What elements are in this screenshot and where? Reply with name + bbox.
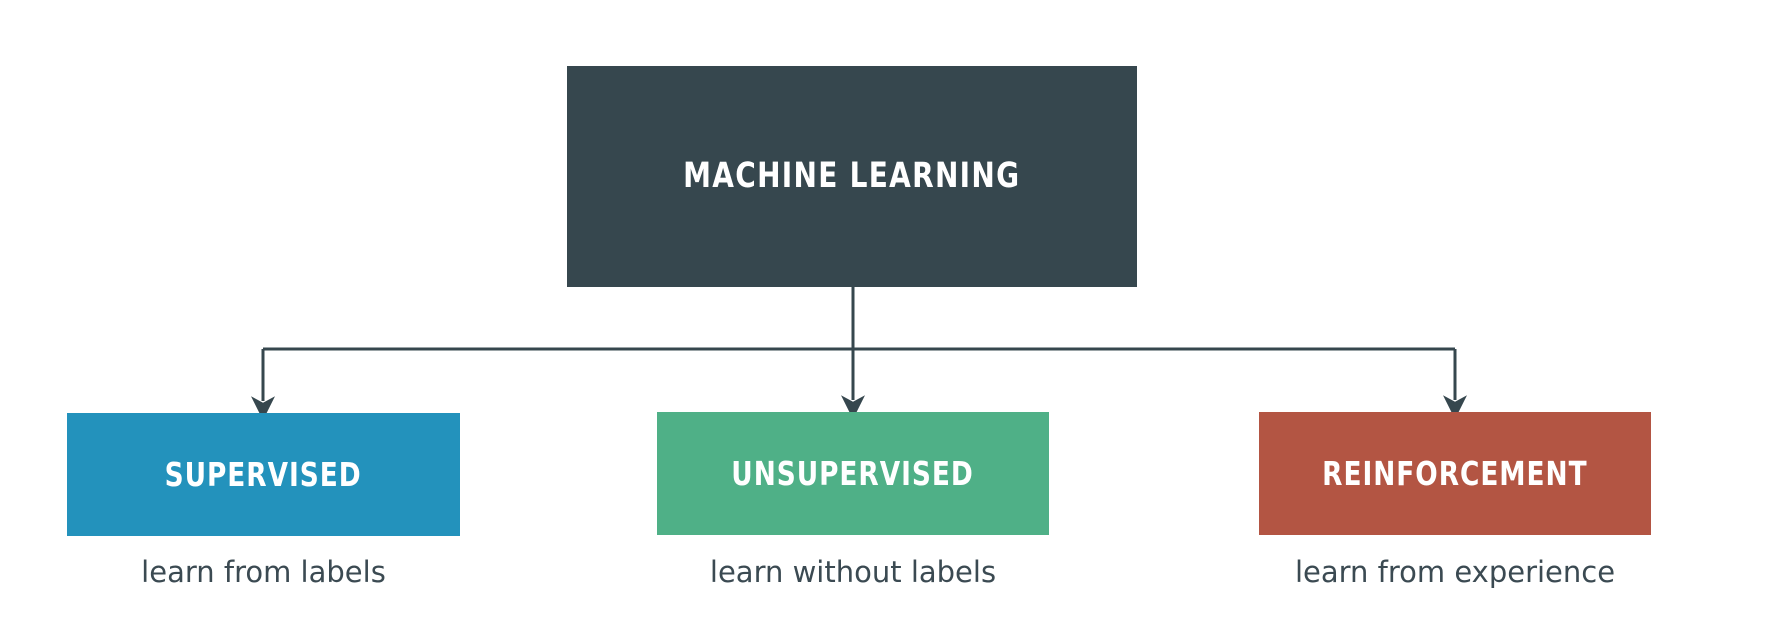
node-unsupervised: UNSUPERVISED <box>657 412 1049 535</box>
caption-supervised: learn from labels <box>141 555 386 589</box>
node-reinforcement-label: REINFORCEMENT <box>1322 454 1588 493</box>
node-reinforcement: REINFORCEMENT <box>1259 412 1651 535</box>
caption-unsupervised: learn without labels <box>709 555 997 589</box>
node-machine-learning: MACHINE LEARNING <box>567 66 1137 287</box>
node-supervised-label: SUPERVISED <box>164 455 362 494</box>
node-unsupervised-label: UNSUPERVISED <box>731 454 975 493</box>
caption-reinforcement: learn from experience <box>1294 555 1616 589</box>
node-machine-learning-label: MACHINE LEARNING <box>683 156 1021 196</box>
node-supervised: SUPERVISED <box>67 413 460 536</box>
